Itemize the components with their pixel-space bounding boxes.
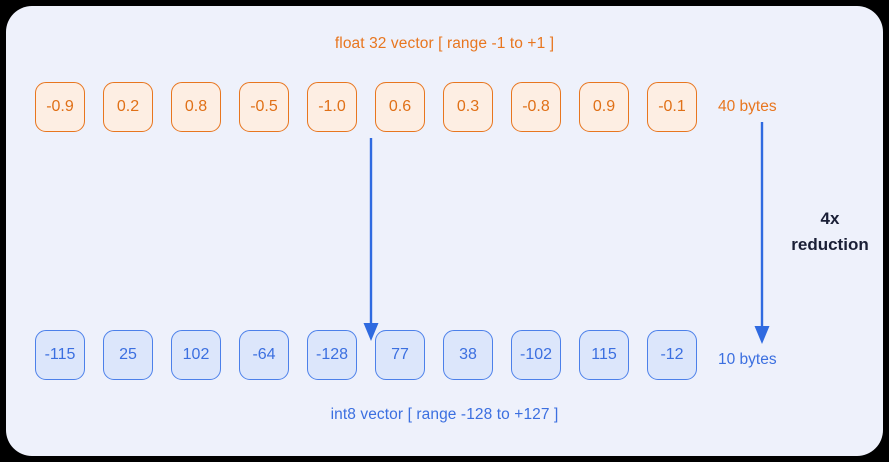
float32-cell-value: 0.8 (184, 98, 208, 115)
float32-cell: 0.2 (103, 82, 153, 132)
reduction-word: reduction (791, 235, 869, 254)
float32-cell-value: -0.9 (46, 98, 74, 115)
int8-cell: -102 (511, 330, 561, 380)
float32-cell: -0.1 (647, 82, 697, 132)
int8-cell-value: -128 (315, 346, 349, 363)
reduction-note: 4x reduction (778, 206, 882, 258)
int8-cell-value: 25 (119, 346, 137, 363)
int8-size-label: 10 bytes (718, 351, 777, 368)
float32-cell-value: -1.0 (318, 98, 346, 115)
float32-cell: 0.3 (443, 82, 493, 132)
int8-cell-value: -12 (660, 346, 684, 363)
int8-cell-value: 115 (591, 346, 617, 363)
int8-vector-row: -115 25 102 -64 -128 77 38 -102 115 -12 (35, 330, 697, 380)
float32-cell: -0.8 (511, 82, 561, 132)
float32-size-label: 40 bytes (718, 98, 777, 115)
int8-cell: 102 (171, 330, 221, 380)
quantization-arrow-icon (363, 138, 379, 341)
int8-cell: 77 (375, 330, 425, 380)
int8-cell: -115 (35, 330, 85, 380)
int8-cell-value: 38 (459, 346, 477, 363)
float32-cell-value: 0.3 (456, 98, 480, 115)
int8-cell: 25 (103, 330, 153, 380)
diagram-panel: float 32 vector [ range -1 to +1 ] -0.9 … (6, 6, 883, 456)
int8-cell: -12 (647, 330, 697, 380)
float32-cell-value: -0.1 (658, 98, 686, 115)
reduction-factor: 4x (820, 209, 840, 228)
int8-cell-value: 77 (391, 346, 409, 363)
int8-cell: -128 (307, 330, 357, 380)
size-reduction-arrow-icon (754, 122, 770, 344)
float32-cell-value: 0.9 (592, 98, 616, 115)
int8-cell: 115 (579, 330, 629, 380)
float32-cell: -1.0 (307, 82, 357, 132)
float32-cell-value: -0.5 (250, 98, 278, 115)
int8-cell-value: -102 (519, 346, 553, 363)
float32-cell: 0.6 (375, 82, 425, 132)
int8-cell-value: -64 (252, 346, 276, 363)
float32-cell: -0.5 (239, 82, 289, 132)
int8-cell: 38 (443, 330, 493, 380)
float32-cell: -0.9 (35, 82, 85, 132)
float32-cell: 0.8 (171, 82, 221, 132)
int8-caption: int8 vector [ range -128 to +127 ] (330, 406, 559, 423)
float32-cell-value: -0.8 (522, 98, 550, 115)
float32-caption: float 32 vector [ range -1 to +1 ] (334, 35, 555, 52)
int8-cell: -64 (239, 330, 289, 380)
float32-vector-row: -0.9 0.2 0.8 -0.5 -1.0 0.6 0.3 -0.8 0.9 … (35, 82, 697, 132)
float32-cell-value: 0.2 (116, 98, 140, 115)
float32-cell-value: 0.6 (388, 98, 412, 115)
int8-cell-value: 102 (182, 346, 210, 363)
float32-cell: 0.9 (579, 82, 629, 132)
int8-cell-value: -115 (44, 346, 76, 363)
